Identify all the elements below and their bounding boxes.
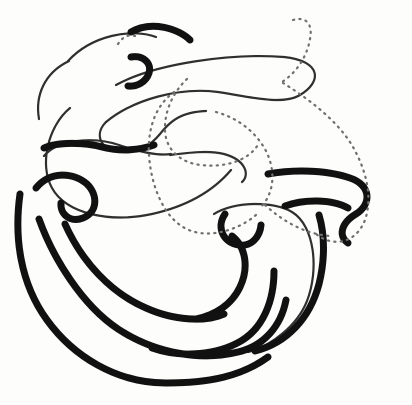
thick-strand-top-hook	[128, 57, 150, 86]
thick-strand-center-drop	[196, 236, 245, 319]
thin-strand-middle-right	[170, 152, 246, 182]
dotted-strand-middle-loop	[149, 92, 259, 234]
thick-strand-lower-right-outer	[255, 215, 324, 351]
thin-strand-upper-left-hook	[38, 61, 69, 119]
dotted-strand-left-top	[118, 35, 139, 44]
dotted-strand-center-right	[216, 112, 272, 206]
thick-strand-left-upper	[44, 143, 154, 150]
thin-strand-top-loop	[106, 56, 315, 122]
thin-strand-upper-left-loop	[46, 108, 231, 217]
dotted-strand-top-right-loop	[282, 19, 311, 82]
thick-strand-right-lower	[285, 201, 348, 208]
thick-strand-left-middle	[36, 175, 95, 219]
